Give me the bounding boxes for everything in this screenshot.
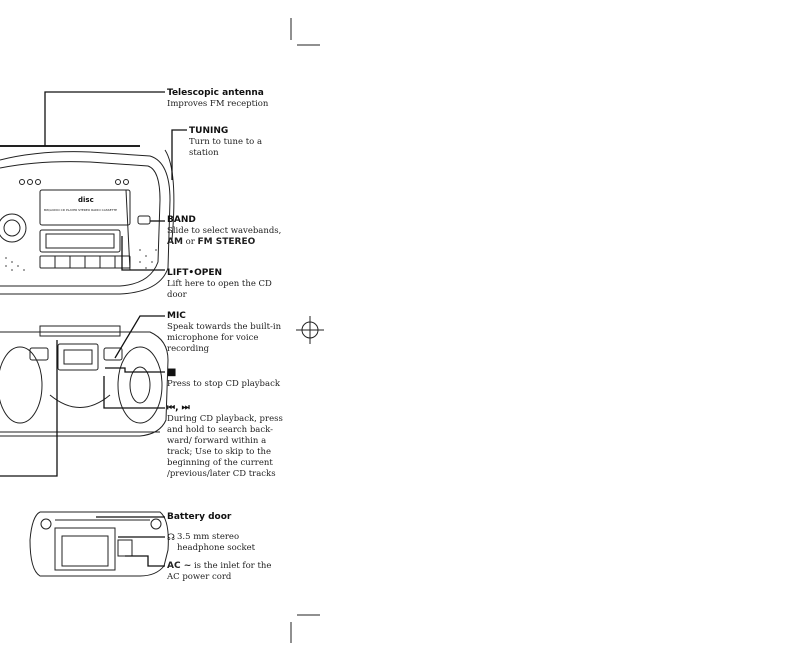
search-line-2: and hold to search back- [167,425,273,435]
callout-mic: MIC Speak towards the built-in microphon… [167,310,281,355]
headphone-icon: ☊ [167,533,175,543]
stop-desc: Press to stop CD playback [167,379,280,389]
callout-ac: AC ~ is the inlet for the AC power cord [167,561,271,583]
callout-stop: ■ Press to stop CD playback [167,367,280,390]
band-fm-stereo: FM STEREO [197,237,256,247]
band-am: AM [167,237,183,247]
back-view-drawing [29,511,169,577]
ac-line1: AC ~ is the inlet for the [167,561,271,572]
search-line-5: beginning of the current [167,458,273,468]
headphone-desc-line1: 3.5 mm stereo [177,532,240,542]
front-view-drawing [0,145,175,295]
callout-search-skip: ⏮, ⏭ During CD playback, press and hold … [167,402,283,480]
callout-band: BAND Slide to select wavebands, AM or FM… [167,214,281,248]
search-line-4: track; Use to skip to the [167,447,272,457]
leader-lines [0,91,187,567]
device-brand-logo: disc [78,196,94,204]
ac-desc-line1: is the inlet for the [193,561,272,571]
search-line-6: /previous/later CD tracks [167,469,276,479]
top-view-drawing [0,325,169,437]
crop-mark-top [290,18,320,46]
lift-open-title: LIFT•OPEN [167,268,223,278]
antenna-desc: Improves FM reception [167,99,269,109]
tuning-desc-line2: station [189,148,219,158]
skip-search-icon: ⏮, ⏭ [167,403,190,413]
callout-lift-open: LIFT•OPEN Lift here to open the CD door [167,267,272,301]
band-or: or [185,237,195,247]
tuning-desc-line1: Turn to tune to a [189,137,263,147]
mic-desc-line2: microphone for voice [167,333,259,343]
band-title: BAND [167,215,196,225]
lift-open-desc-line2: door [167,290,187,300]
tuning-title: TUNING [189,126,229,136]
device-model-strip: BW/AUDIO CD PLAYER STEREO RADIO CASSETTE [44,208,117,212]
callout-headphone: ☊ 3.5 mm stereo headphone socket [167,532,255,554]
lift-open-desc-line1: Lift here to open the CD [167,279,272,289]
headphone-desc-line2: headphone socket [177,543,256,553]
mic-desc-line3: recording [167,344,210,354]
search-line-3: ward/ forward within a [167,436,267,446]
crop-mark-bottom [290,614,320,643]
callout-antenna: Telescopic antenna Improves FM reception [167,87,268,110]
ac-title: AC ~ [167,561,192,571]
callout-tuning: TUNING Turn to tune to a station [189,125,262,159]
battery-door-title: Battery door [167,512,232,522]
antenna-title: Telescopic antenna [167,88,264,98]
mic-desc-line1: Speak towards the built-in [167,322,282,332]
ac-desc-line2: AC power cord [167,572,232,582]
mic-title: MIC [167,311,186,321]
registration-mark [296,316,324,344]
band-desc-line1: Slide to select wavebands, [167,226,282,236]
search-line-1: During CD playback, press [167,414,283,424]
band-desc-line2: AM or FM STEREO [167,237,281,248]
stop-icon: ■ [167,367,177,378]
callout-battery-door: Battery door [167,511,231,523]
